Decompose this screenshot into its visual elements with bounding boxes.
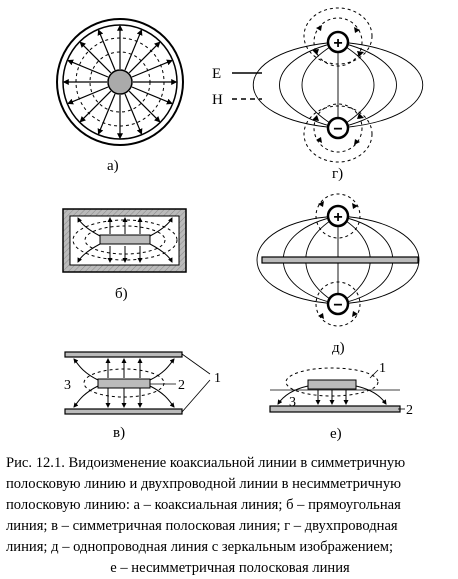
panel-label-v: в) [113,425,125,441]
caption-line: полосковую линию: а – коаксиальная линия… [6,497,401,513]
coaxial-line-diagram: а) [56,18,184,174]
e-field-ray [97,93,116,135]
e-field-ray [124,29,143,71]
callout-1-v: 1 [214,371,221,386]
plus-charge-d: + [333,209,342,226]
callout-3-e: 3 [289,395,296,410]
panel-label-a: а) [107,158,119,174]
caption-line: линия; д – однопроводная линия с зеркаль… [6,539,394,555]
e-field-ray [67,86,109,105]
panel-label-e: е) [330,426,342,442]
e-field-ray [67,59,109,78]
caption-line: полосковую линию и двухпроводной линии в… [6,476,402,492]
symmetric-stripline-diagram: 1 2 3 в) [64,351,221,441]
e-field-ray [79,41,112,74]
rectangular-line-diagram: б) [62,208,187,302]
panel-label-g: г) [332,166,343,182]
e-field-ray [97,29,116,71]
single-wire-mirror-diagram: + − д) [256,193,420,356]
e-field-ray [124,93,143,135]
figure-caption: Рис. 12.1. Видоизменение коаксиальной ли… [6,453,454,579]
minus-charge-g: − [333,121,342,138]
minus-charge-d: − [333,297,342,314]
e-field-ray [79,90,112,123]
two-wire-line-diagram: + − г) [252,7,424,182]
caption-line: линия; в – симметричная полосковая линия… [6,518,398,534]
callout-2-e: 2 [406,403,413,418]
callout-1-e: 1 [379,361,386,376]
panel-label-b: б) [115,286,128,302]
legend-e-label: E [212,66,221,82]
figure-diagram: а) E H + [56,7,424,442]
plus-charge-g: + [333,35,342,52]
caption-line: Рис. 12.1. Видоизменение коаксиальной ли… [6,455,406,471]
e-field-ray [128,41,161,74]
callout-2-v: 2 [178,378,185,393]
microstrip-line-diagram: 1 2 3 е) [269,361,413,442]
panel-label-d: д) [332,340,345,356]
e-field-ray [131,86,173,105]
legend: E H [212,66,262,108]
legend-h-label: H [212,92,223,108]
callout-3-v: 3 [64,378,71,393]
e-field-ray [131,59,173,78]
e-field-ray [128,90,161,123]
caption-line: е – несимметричная полосковая линия [110,560,350,576]
